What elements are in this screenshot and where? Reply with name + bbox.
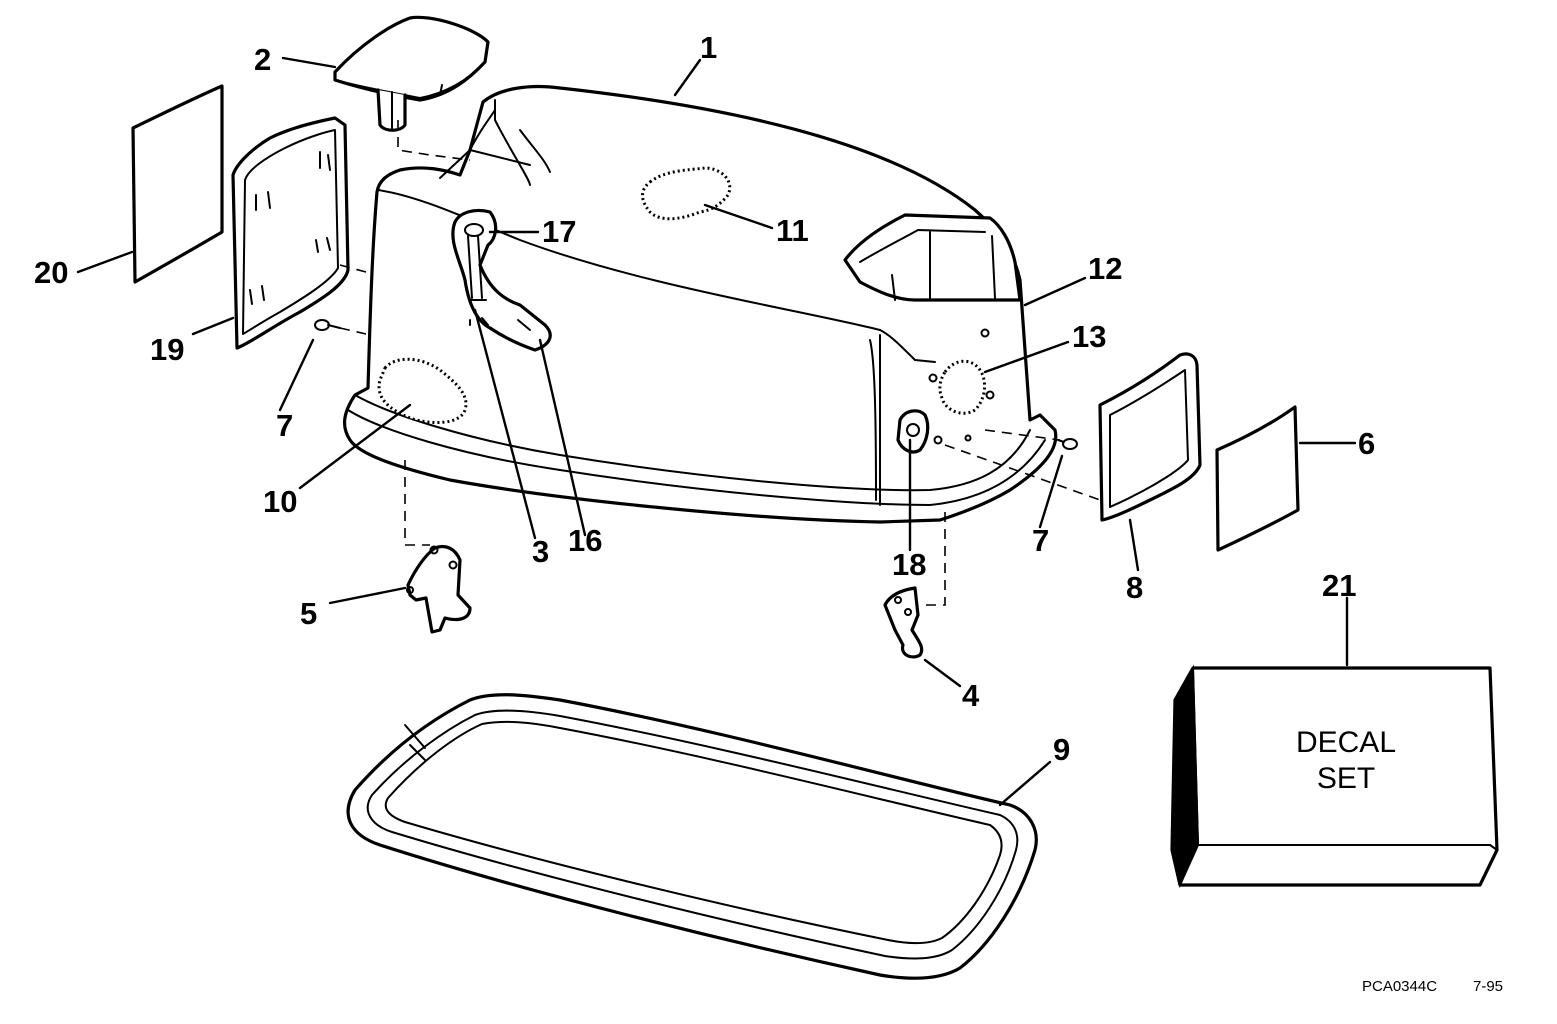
callout-5: 5 bbox=[300, 596, 317, 631]
callout-9: 9 bbox=[1053, 732, 1070, 767]
decal-set-box: DECAL SET bbox=[1170, 664, 1499, 889]
engine-cover-part bbox=[342, 84, 1058, 524]
callout-8: 8 bbox=[1126, 570, 1143, 605]
callout-20: 20 bbox=[34, 255, 68, 290]
callout-labels: 1 2 3 4 5 6 7 7 8 9 10 11 12 13 16 17 18… bbox=[34, 30, 1375, 767]
callout-7-front: 7 bbox=[1032, 523, 1049, 558]
decal-set-label-line1: DECAL bbox=[1296, 726, 1396, 759]
leader-lines bbox=[76, 56, 1357, 807]
callout-12: 12 bbox=[1088, 251, 1122, 286]
date-code: 7-95 bbox=[1473, 978, 1503, 995]
rear-trim-frame-part bbox=[231, 116, 350, 350]
acoustic-foam-side-part bbox=[377, 357, 468, 424]
callout-4: 4 bbox=[962, 678, 980, 713]
rear-decal-part bbox=[131, 84, 224, 284]
bracket-right-part bbox=[883, 586, 924, 659]
callout-13: 13 bbox=[1072, 319, 1106, 354]
front-trim-frame-part bbox=[1098, 352, 1202, 522]
callout-11: 11 bbox=[776, 213, 809, 248]
callout-2: 2 bbox=[254, 42, 271, 77]
callout-19: 19 bbox=[150, 332, 184, 367]
latch-right-part bbox=[896, 409, 930, 454]
callout-10: 10 bbox=[263, 484, 297, 519]
drawing-code: PCA0344C bbox=[1362, 978, 1437, 995]
front-decal-part bbox=[1215, 405, 1300, 552]
callout-21: 21 bbox=[1322, 568, 1356, 603]
callout-1: 1 bbox=[700, 30, 717, 65]
screw-rear-part bbox=[314, 319, 341, 331]
callout-7-rear: 7 bbox=[276, 408, 293, 443]
callout-18: 18 bbox=[892, 547, 926, 582]
callout-6: 6 bbox=[1358, 426, 1375, 461]
vent-cap-part bbox=[333, 15, 490, 132]
lower-seal-part bbox=[346, 693, 1038, 980]
callout-3: 3 bbox=[532, 534, 549, 569]
bracket-left-part bbox=[406, 544, 472, 634]
callout-17: 17 bbox=[542, 214, 576, 249]
acoustic-foam-right-part bbox=[938, 359, 987, 415]
screw-front-part bbox=[1057, 438, 1078, 450]
assembly-guide-lines bbox=[339, 120, 1101, 606]
callout-16: 16 bbox=[568, 523, 602, 558]
decal-set-label-line2: SET bbox=[1317, 762, 1375, 795]
